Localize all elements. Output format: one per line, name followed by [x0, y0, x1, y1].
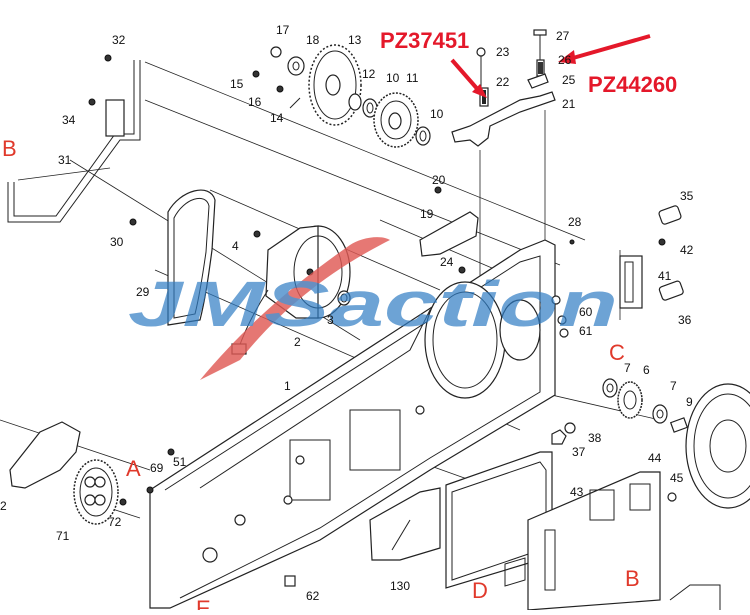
part-number: 2: [294, 335, 301, 349]
lower-parts: [284, 422, 721, 611]
part-number: 28: [568, 215, 582, 229]
part-number: 34: [62, 113, 76, 127]
callout-arrows: [450, 34, 651, 98]
part-number: 27: [556, 29, 570, 43]
part-number: 1: [284, 379, 291, 393]
watermark-text: JMSaction: [128, 268, 618, 340]
part-number: 13: [348, 33, 362, 47]
part-number: 36: [678, 313, 692, 327]
callout-part-b: PZ44260: [588, 72, 677, 97]
part-number: 15: [230, 77, 244, 91]
part-number: 19: [420, 207, 434, 221]
section-letter-d: D: [472, 578, 488, 603]
gear-stack-10-11-12: [348, 92, 431, 148]
watermark-swoosh: [200, 237, 390, 380]
part-number: 18: [306, 33, 320, 47]
part-number: 32: [112, 33, 126, 47]
part-number: 23: [496, 45, 510, 59]
part-number: 24: [440, 255, 454, 269]
section-letter-e: E: [196, 596, 211, 610]
sprocket-13: [252, 44, 362, 126]
part-number: 31: [58, 153, 72, 167]
part-number: 130: [390, 579, 410, 593]
part-number: 69: [150, 461, 164, 475]
part-number: 9: [686, 395, 693, 409]
part-number: 11: [406, 71, 419, 85]
arrow-right-head: [558, 50, 576, 64]
part-number: 44: [648, 451, 662, 465]
part-number: 20: [432, 173, 446, 187]
arrow-left: [450, 58, 482, 94]
part-number: 7: [670, 379, 677, 393]
gasket-29: [129, 189, 216, 326]
part-number: 41: [658, 269, 672, 283]
arrow-right: [565, 34, 651, 62]
part-number: 38: [588, 431, 602, 445]
part-number: 62: [306, 589, 320, 603]
part-number: 42: [680, 243, 694, 257]
part-number: 14: [270, 111, 284, 125]
part-number: 7: [624, 361, 631, 375]
arrow-left-head: [472, 84, 487, 98]
gear-6-assembly: [602, 378, 750, 509]
main-frame-1: [149, 239, 556, 609]
part-number: 72: [108, 515, 122, 529]
part-number: 17: [276, 23, 290, 37]
part-number: 30: [110, 235, 124, 249]
part-number: 45: [670, 471, 684, 485]
part-number: 21: [562, 97, 576, 111]
part-number: 43: [570, 485, 584, 499]
part-number: 37: [572, 445, 586, 459]
section-letter-b-left: B: [2, 136, 17, 161]
part-number-labels: 32 34 31 17 18 13 15 16 14 12 10 11 10 2…: [0, 23, 694, 603]
rod-bracket-31: [7, 54, 141, 223]
callout-part-a: PZ37451: [380, 28, 469, 53]
part-number: 16: [248, 95, 262, 109]
part-number: 6: [643, 363, 650, 377]
part-number: 60: [579, 305, 593, 319]
part-number: 25: [562, 73, 576, 87]
gear-71: [9, 421, 175, 525]
watermark: JMSaction: [128, 237, 618, 380]
right-bracket-parts: [551, 205, 684, 338]
plate-19: [419, 186, 479, 274]
part-number: 12: [362, 67, 376, 81]
part-number: 4: [232, 239, 239, 253]
part-number: 22: [496, 75, 510, 89]
section-letter-b-bottom: B: [625, 566, 640, 591]
part-number: 3: [327, 313, 334, 327]
section-letter-a: A: [126, 456, 141, 481]
part-number: 29: [136, 285, 150, 299]
lever-21: [451, 29, 556, 147]
part-number: 35: [680, 189, 694, 203]
part-number: 10: [386, 71, 400, 85]
part-number: 51: [173, 455, 187, 469]
part-number: 26: [558, 53, 572, 67]
section-letter-c: C: [609, 340, 625, 365]
part-number: 2: [0, 499, 7, 513]
part-number: 61: [579, 324, 593, 338]
part-number: 10: [430, 107, 444, 121]
part-number: 71: [56, 529, 70, 543]
